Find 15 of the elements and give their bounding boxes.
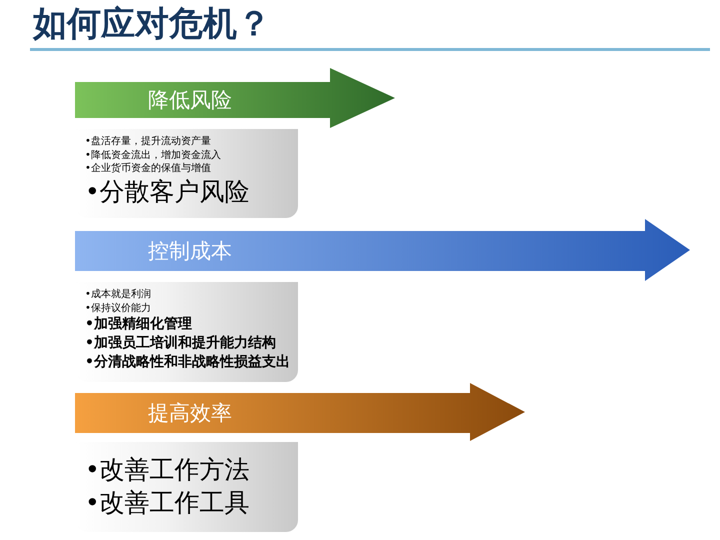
bullet-item: •改善工作工具 [85,486,251,518]
bullet-item: •降低资金流出，增加资金流入 [85,148,222,162]
arrow-heading: 降低风险 [148,90,232,110]
arrow-heading: 提高效率 [148,402,232,424]
arrow-heading: 控制成本 [148,240,232,262]
bullet-item: •改善工作方法 [85,454,251,486]
title: 如何应对危机？ [33,6,271,44]
bullet-item: •成本就是利润 [85,288,152,302]
bullet-item: •盘活存量，提升流动资产量 [85,135,212,148]
bullet-item: •分散客户风险 [85,176,251,208]
bullet-item: •保持议价能力 [85,302,152,315]
bullet-item: •分清战略性和非战略性损益支出 [85,352,288,372]
bullet-item: •加强精细化管理 [85,315,193,334]
bullet-item: •加强员工培训和提升能力结构 [85,334,277,353]
bullet-item: •企业货币资金的保值与增值 [85,162,212,176]
